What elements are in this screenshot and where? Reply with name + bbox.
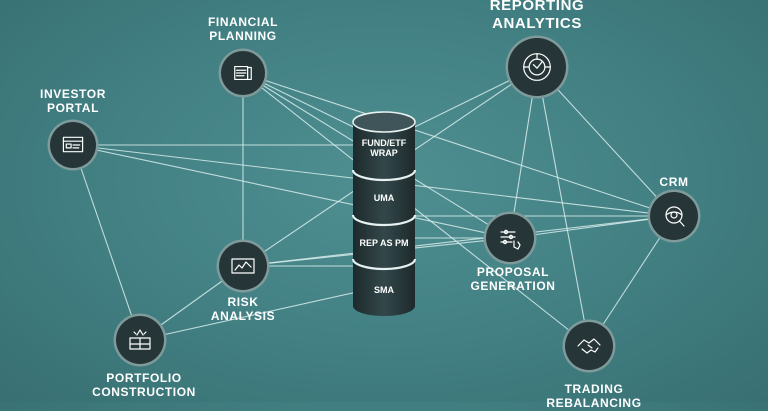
edge-reporting-analytics-to-trading-rebalancing: [536, 66, 590, 347]
puzzle-icon: [129, 329, 151, 350]
cylinder-divider: [351, 214, 417, 227]
edge-reporting-analytics-to-crm: [536, 66, 675, 217]
node-disc: [650, 192, 698, 240]
node-reporting-analytics: [505, 35, 569, 99]
label-proposal-generation: PROPOSAL GENERATION: [470, 265, 556, 294]
edge-investor-portal-to-portfolio-construction: [72, 144, 141, 341]
cylinder-segment-label: SMA: [374, 284, 394, 295]
label-investor-portal: INVESTOR PORTAL: [40, 87, 106, 116]
risk-chart-icon: [231, 258, 255, 274]
handshake-icon: [577, 338, 601, 354]
eye-search-icon: [665, 206, 685, 227]
edge-investor-portal-to-proposal-generation: [72, 144, 511, 239]
label-risk-analysis: RISK ANALYSIS: [210, 295, 276, 324]
node-risk-analysis: [216, 239, 270, 293]
cylinder-divider: [351, 258, 417, 271]
edge-financial-planning-to-trading-rebalancing: [242, 72, 590, 347]
label-portfolio-construction: PORTFOLIO CONSTRUCTION: [92, 371, 196, 400]
cylinder-divider: [351, 169, 417, 182]
node-disc: [508, 38, 566, 96]
node-investor-portal: [47, 119, 99, 171]
label-reporting-analytics: REPORTING ANALYTICS: [489, 0, 585, 32]
cylinder-segment-label: UMA: [373, 192, 395, 203]
diagram-canvas: [47, 35, 701, 373]
label-trading-rebalancing: TRADING REBALANCING: [546, 382, 642, 411]
cylinder-top-cap: [352, 111, 416, 133]
node-proposal-generation: [483, 211, 537, 265]
cylinder-stack: [351, 111, 417, 316]
cylinder-segment-label: FUND/ETF WRAP: [361, 138, 407, 159]
label-crm: CRM: [659, 175, 689, 189]
node-trading-rebalancing: [562, 319, 616, 373]
portal-screen-icon: [62, 136, 84, 153]
target-chart-icon: [523, 53, 551, 81]
cylinder-segment-label: REP AS PM: [359, 237, 409, 248]
node-portfolio-construction: [113, 313, 167, 367]
sliders-hand-icon: [500, 229, 521, 250]
edge-crm-to-risk-analysis: [242, 215, 675, 267]
label-financial-planning: FINANCIAL PLANNING: [207, 15, 279, 44]
architecture-diagram: [47, 35, 701, 373]
node-crm: [647, 189, 701, 243]
node-layer: [47, 35, 701, 373]
node-financial-planning: [218, 48, 268, 98]
edge-financial-planning-to-crm: [242, 72, 675, 217]
edge-portfolio-construction-to-cylinder: [139, 285, 385, 341]
financial-doc-icon: [234, 65, 252, 81]
